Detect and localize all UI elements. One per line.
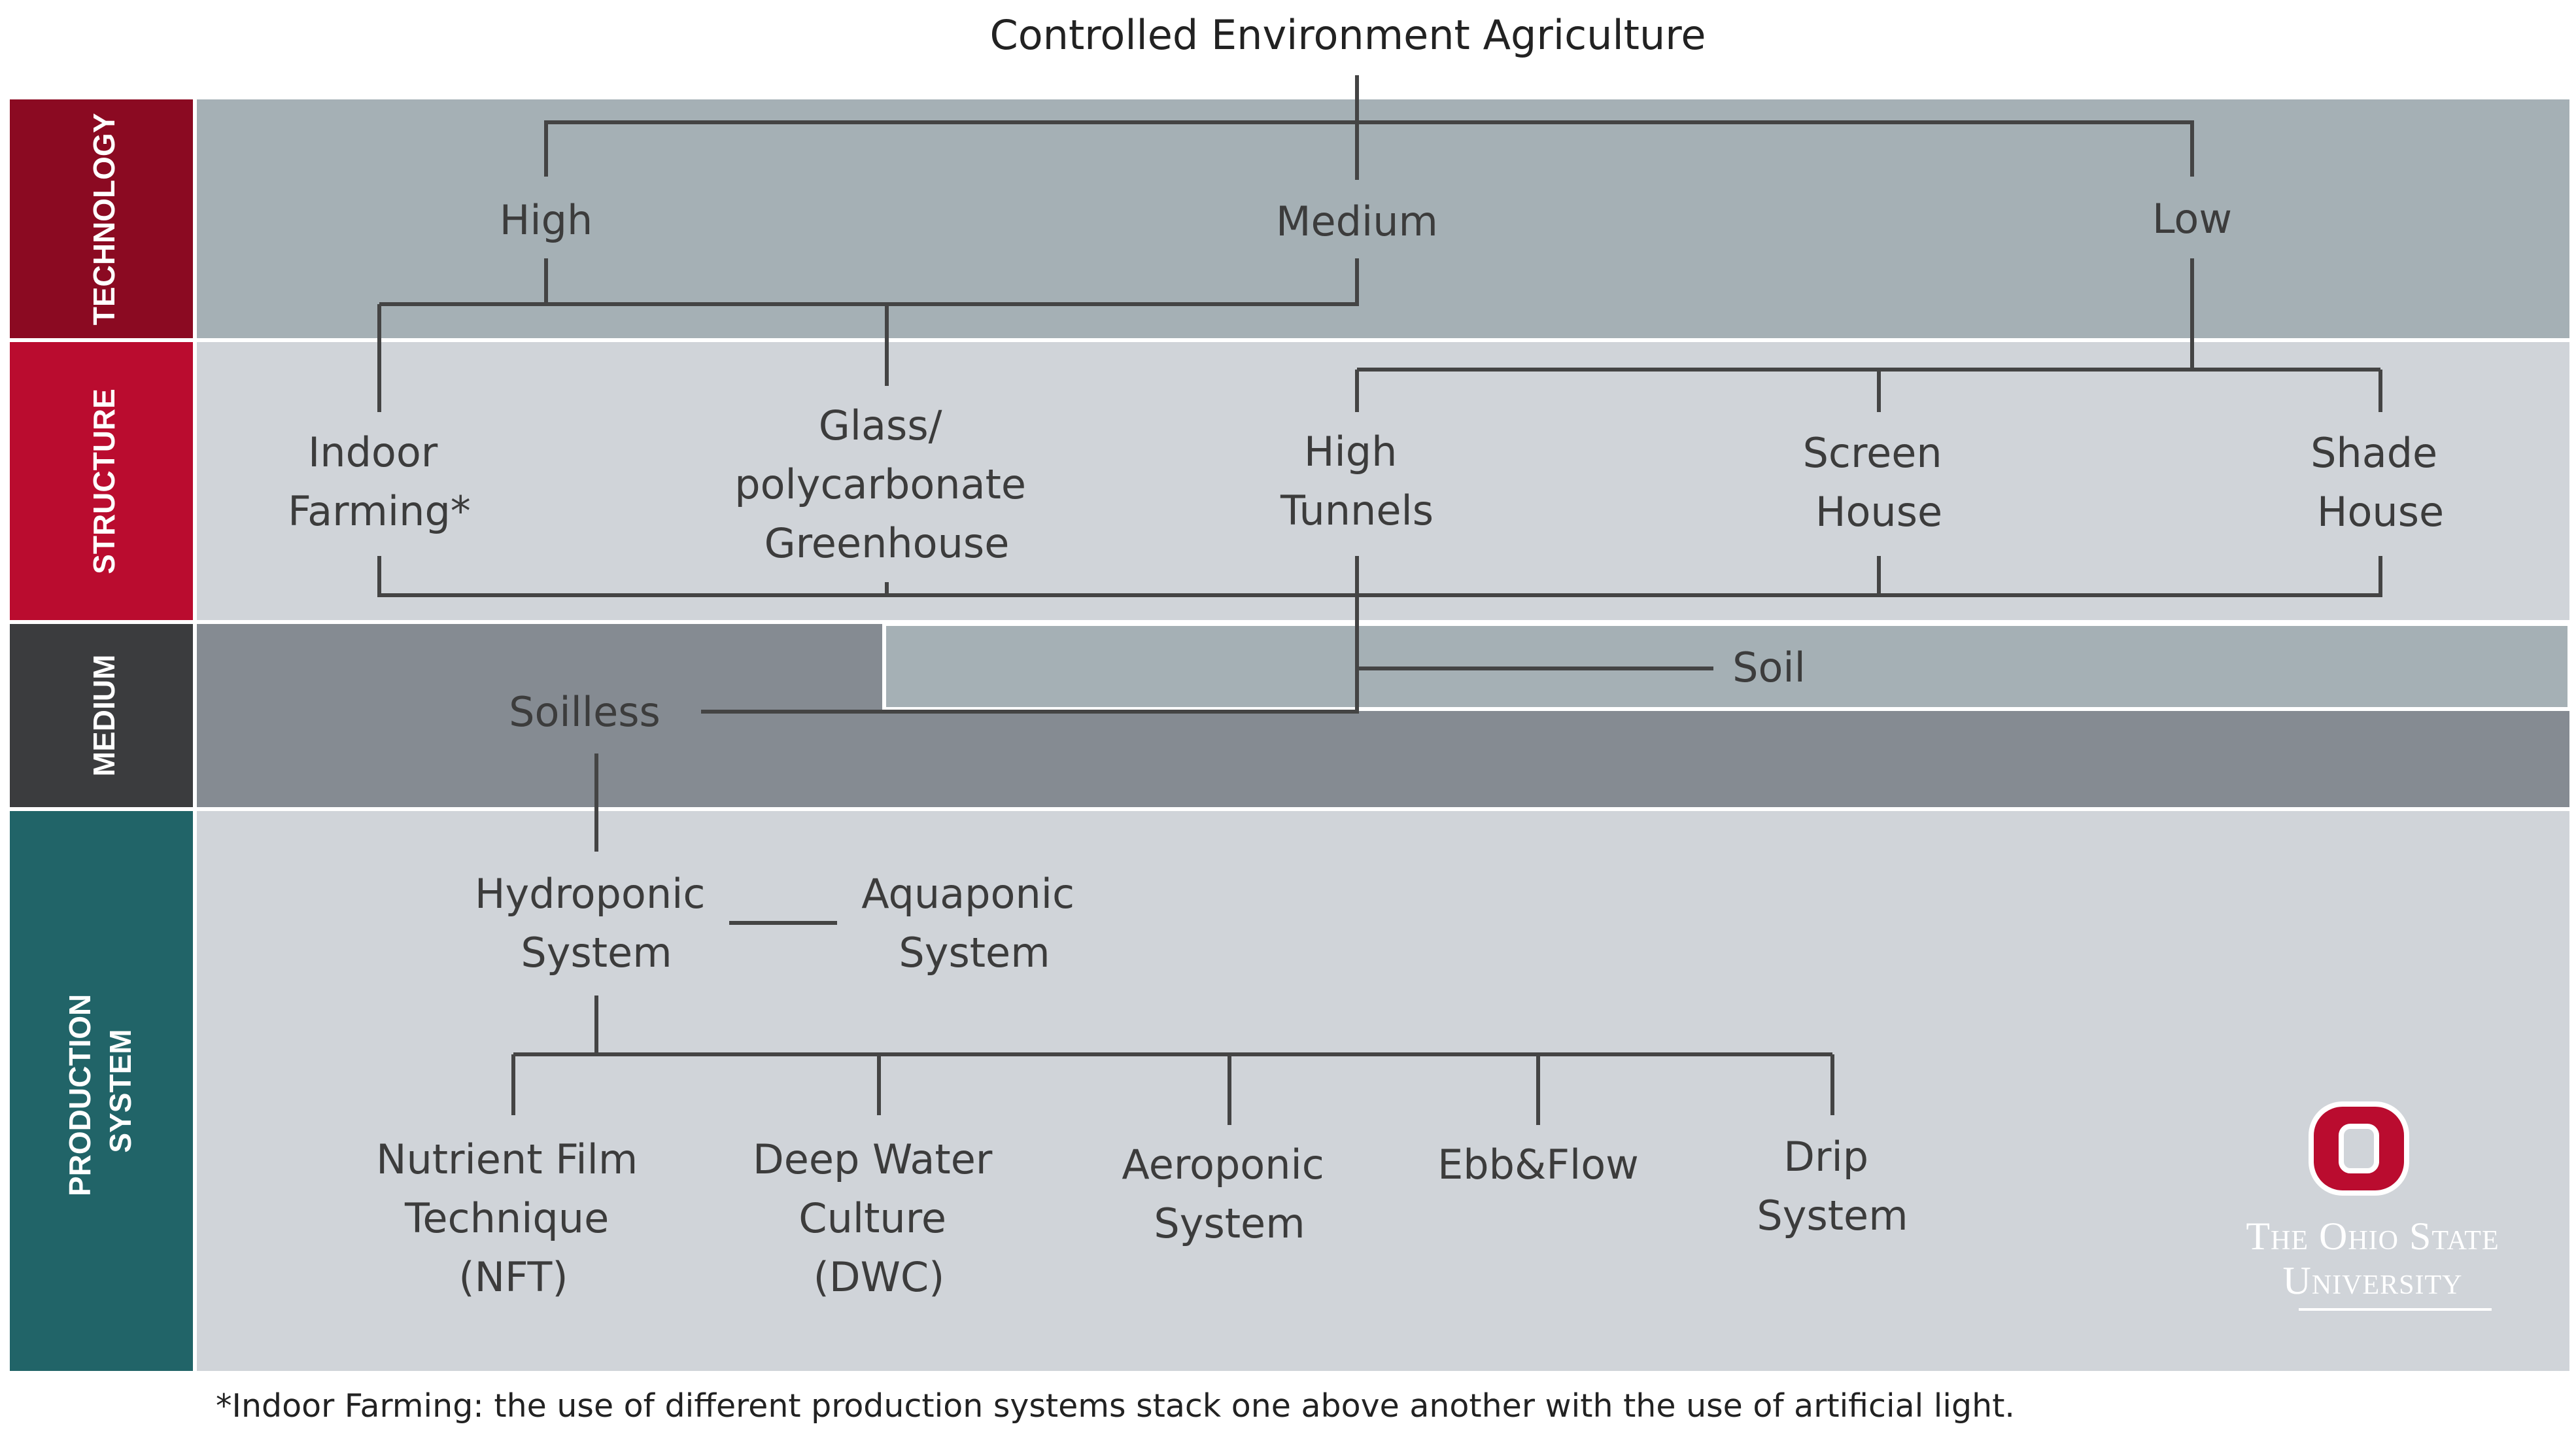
medium-soil: Soil [1732, 644, 1806, 691]
production-nft: Nutrient Film Technique (NFT) [376, 1135, 651, 1301]
production-aquaponic: Aquaponic System [861, 870, 1088, 977]
technology-band-label: TECHNOLOGY [87, 113, 121, 326]
medium-band-label: MEDIUM [87, 655, 121, 777]
structure-shade-house: Shade House [2310, 429, 2450, 536]
tech-medium: Medium [1276, 198, 1438, 245]
production-band [10, 811, 193, 1371]
block-o-icon [2309, 1101, 2409, 1196]
diagram-title: Controlled Environment Agriculture [989, 11, 1706, 59]
technology-row-bg [197, 99, 2569, 338]
connector-lines [377, 75, 2382, 1125]
production-dwc: Deep Water Culture (DWC) [753, 1135, 1005, 1301]
structure-high-tunnels: High Tunnels [1280, 428, 1434, 534]
tech-low: Low [2152, 195, 2232, 243]
structure-band-label: STRUCTURE [87, 389, 121, 574]
soil-region-bg [882, 622, 2571, 711]
technology-band [10, 99, 193, 338]
production-row-bg [197, 811, 2569, 1371]
logo-line-2: University [2283, 1259, 2463, 1302]
production-aeroponic: Aeroponic System [1122, 1141, 1337, 1247]
ohio-state-logo: The Ohio State University [2246, 1101, 2499, 1311]
structure-greenhouse: Glass/ polycarbonate Greenhouse [734, 402, 1039, 567]
production-band-label: PRODUCTION SYSTEM [63, 986, 137, 1196]
structure-indoor-farming: Indoor Farming* [288, 428, 471, 535]
structure-screen-house: Screen House [1803, 429, 1955, 536]
production-hydroponic: Hydroponic System [475, 870, 718, 977]
medium-soilless: Soilless [509, 688, 661, 736]
medium-band [10, 624, 193, 807]
structure-band [10, 342, 193, 620]
production-drip: Drip System [1757, 1133, 1908, 1239]
production-ebb-flow: Ebb&Flow [1437, 1141, 1639, 1188]
logo-line-1: The Ohio State [2246, 1215, 2499, 1258]
tech-high: High [500, 196, 593, 244]
structure-row-bg [197, 342, 2569, 620]
footnote: *Indoor Farming: the use of different pr… [216, 1387, 2015, 1425]
